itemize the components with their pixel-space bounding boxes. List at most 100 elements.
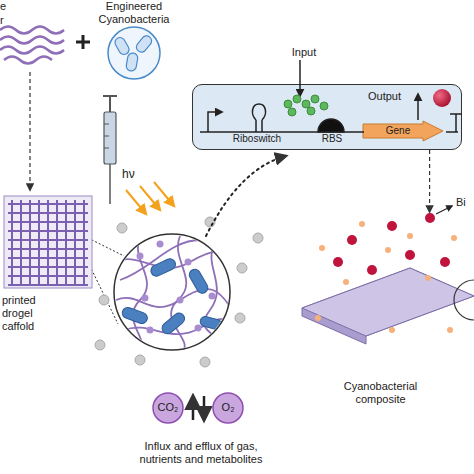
- node-label: Gene: [363, 124, 433, 137]
- zoom-circle: [454, 280, 474, 320]
- crosslinks: [137, 241, 216, 334]
- process-arrow: [29, 72, 30, 190]
- crosslink: [137, 253, 144, 260]
- annotation-label: hν: [122, 168, 152, 181]
- riboswitch-symbol: [252, 104, 265, 132]
- output-arrow: [417, 94, 419, 120]
- product-molecule: [347, 235, 357, 245]
- network-strand: [171, 236, 186, 352]
- syringe-tick: [104, 136, 109, 137]
- zoom-lines: [88, 238, 124, 324]
- polymer-strand: [0, 37, 64, 44]
- crosslink: [177, 297, 184, 304]
- terminator-symbol: [450, 114, 462, 132]
- process-arrow: [429, 150, 430, 212]
- grid-filament: [8, 212, 88, 214]
- genetic-circuit: [200, 104, 462, 132]
- particle: [117, 223, 127, 233]
- grid-filament: [38, 200, 40, 284]
- dna-backbone: [200, 131, 364, 133]
- particle: [135, 355, 145, 365]
- cyanobacteria-cells: [121, 257, 223, 336]
- magnified-hydrogel: [114, 234, 232, 352]
- ligand: [307, 107, 315, 115]
- grid-filament: [56, 200, 58, 284]
- dna-backbone: [446, 131, 458, 133]
- polymer-strand: [0, 27, 64, 34]
- node-label: CO₂: [152, 401, 184, 414]
- polymer-strand: [0, 47, 64, 54]
- medium-particles: [95, 217, 263, 367]
- gene-arrow: Gene: [363, 121, 445, 141]
- particle: [237, 263, 247, 273]
- nutrient-molecule: [343, 279, 349, 285]
- syringe-barrel: [104, 112, 116, 164]
- annotation-label: Bi: [456, 196, 474, 209]
- ligand: [284, 100, 292, 108]
- zoom-line: [88, 238, 124, 256]
- nutrient-molecule: [385, 247, 391, 253]
- ligand: [302, 100, 310, 108]
- annotation-label: Influx and efflux of gas, nutrients and …: [130, 440, 272, 466]
- network-strand: [124, 319, 230, 335]
- bacterium-cell: [199, 315, 223, 330]
- node-sublabel: RBS: [316, 132, 348, 145]
- crosslink: [157, 241, 164, 248]
- light-ray: [154, 182, 174, 206]
- particle: [253, 233, 263, 243]
- syringe-tick: [104, 148, 109, 149]
- plate-surface: [302, 268, 474, 336]
- network-strand: [114, 251, 232, 270]
- node-label: O₂: [212, 401, 244, 414]
- gas-circle: [213, 393, 243, 423]
- node-outline: [212, 392, 244, 424]
- syringe-needle: [109, 164, 111, 204]
- ligand: [311, 95, 319, 103]
- node-label: printed drogel caffold: [2, 294, 52, 333]
- bacterium-cell: [160, 311, 187, 336]
- efflux-arrow: [203, 396, 206, 420]
- bacterium-cell: [113, 36, 131, 57]
- plate-edge: [302, 268, 474, 344]
- bacterium-cell: [121, 306, 149, 325]
- scaffold-grid: [8, 200, 88, 285]
- network-strand: [133, 238, 147, 350]
- input-arrow: [299, 60, 301, 96]
- node-label: Engineered Cyanobacteria: [92, 0, 176, 26]
- bacterium-cell: [134, 34, 153, 54]
- annotation-label: Input: [284, 46, 324, 59]
- particle: [235, 313, 245, 323]
- magnifier-circle: [114, 234, 230, 350]
- cyanobacteria-cell: Engineered Cyanobacteria: [92, 0, 176, 80]
- nutrient-molecule: [389, 327, 395, 333]
- nutrient-molecule: [407, 233, 413, 239]
- zoom-line: [88, 262, 118, 324]
- network-strand: [116, 289, 232, 310]
- polymer-network: [114, 236, 232, 352]
- network-strand: [204, 246, 217, 344]
- particle: [200, 357, 210, 367]
- promoter-symbol: [208, 112, 222, 132]
- node-outline: [363, 121, 445, 141]
- syringe-plunger: [109, 96, 111, 112]
- grid-filament: [8, 266, 88, 268]
- cell-group: [108, 27, 160, 79]
- grid-filament: [8, 248, 88, 250]
- rbs-symbol: [318, 119, 344, 132]
- light-rays: [126, 182, 174, 214]
- composite-material: Cyanobacterial composite: [300, 212, 474, 407]
- grid-filament: [8, 275, 88, 277]
- nutrient-molecule: [315, 315, 321, 321]
- bacterium-cell: [126, 52, 139, 71]
- light-ray: [140, 186, 160, 210]
- crosslink: [147, 327, 154, 334]
- grid-filament: [8, 257, 88, 259]
- product-molecule: [367, 265, 377, 275]
- grid-filament: [29, 200, 31, 284]
- node-label: Cyanobacterial composite: [333, 380, 428, 406]
- node-outline: [0, 194, 96, 334]
- network-strand: [120, 240, 200, 280]
